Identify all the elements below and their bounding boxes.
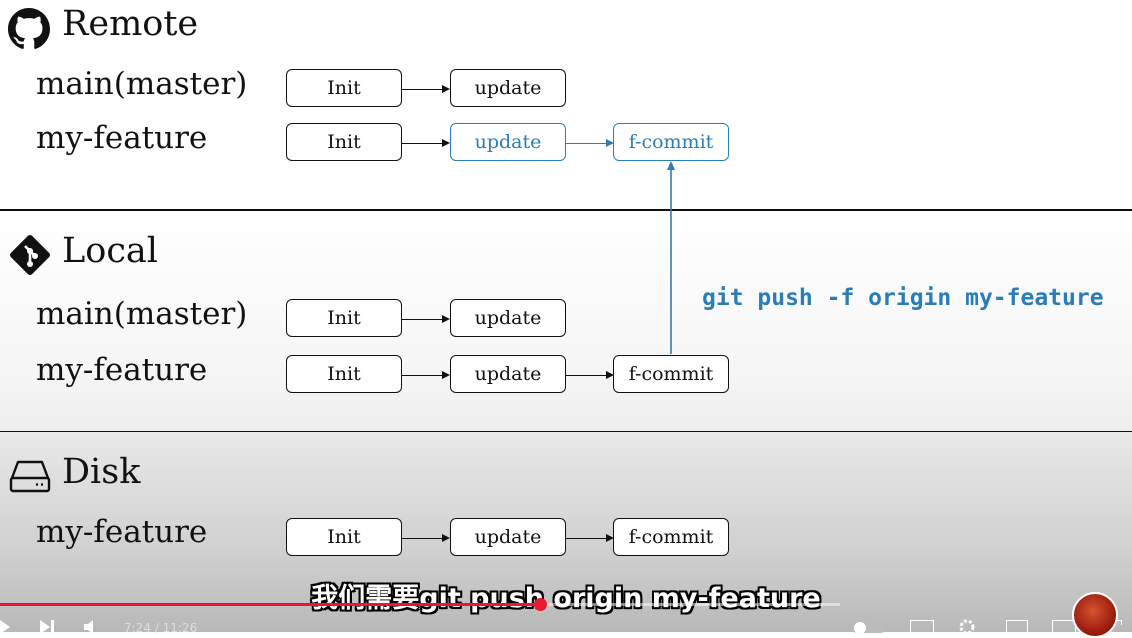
github-icon (8, 8, 50, 49)
commit-arrow (402, 534, 450, 542)
remote-section: Remote main(master) Init update my-featu… (0, 0, 1132, 210)
commit-box-highlighted: update (450, 123, 566, 161)
commit-box: Init (286, 123, 402, 161)
disk-section: Disk my-feature Init update f-commit (0, 432, 1132, 632)
commit-arrow (566, 534, 614, 542)
branch-label-my-feature: my-feature (36, 120, 208, 156)
commit-box: f-commit (613, 355, 729, 393)
play-icon[interactable] (0, 620, 12, 634)
commit-box-highlighted: f-commit (613, 123, 729, 161)
section-title-remote: Remote (62, 4, 199, 44)
commit-arrow (402, 85, 450, 93)
commit-arrow (402, 139, 450, 147)
commit-box: Init (286, 518, 402, 556)
branch-label-my-feature: my-feature (36, 514, 208, 550)
commit-box: Init (286, 69, 402, 107)
commit-box: update (450, 355, 566, 393)
git-icon (10, 235, 50, 275)
local-section: Local main(master) Init update my-featur… (0, 211, 1132, 431)
branch-label-main: main(master) (36, 296, 248, 332)
commit-arrow (402, 315, 450, 323)
settings-icon[interactable] (958, 618, 976, 636)
branch-label-my-feature: my-feature (36, 352, 208, 388)
video-time: 7:24 / 11:26 (124, 621, 198, 635)
commit-box: update (450, 518, 566, 556)
volume-icon[interactable] (84, 620, 100, 634)
commit-arrow-highlighted (566, 139, 614, 147)
video-subtitle: 我们需要git push origin my-feature (311, 583, 821, 614)
commit-box: f-commit (613, 518, 729, 556)
next-icon[interactable] (40, 620, 56, 634)
commit-box: update (450, 299, 566, 337)
hard-drive-icon (9, 460, 51, 493)
commit-arrow (402, 371, 450, 379)
section-title-disk: Disk (62, 452, 141, 492)
push-command-label: git push -f origin my-feature (702, 285, 1104, 311)
section-title-local: Local (62, 231, 158, 271)
section-divider (0, 209, 1132, 211)
commit-arrow (566, 371, 614, 379)
channel-avatar[interactable] (1072, 592, 1118, 638)
push-arrow (667, 161, 675, 354)
video-controls: 7:24 / 11:26 (0, 598, 1132, 635)
progress-bar-fill (0, 603, 541, 606)
branch-label-main: main(master) (36, 66, 248, 102)
commit-box: Init (286, 299, 402, 337)
autoplay-toggle-icon[interactable] (852, 622, 886, 634)
commit-box: update (450, 69, 566, 107)
progress-scrubber[interactable] (534, 598, 548, 611)
commit-box: Init (286, 355, 402, 393)
